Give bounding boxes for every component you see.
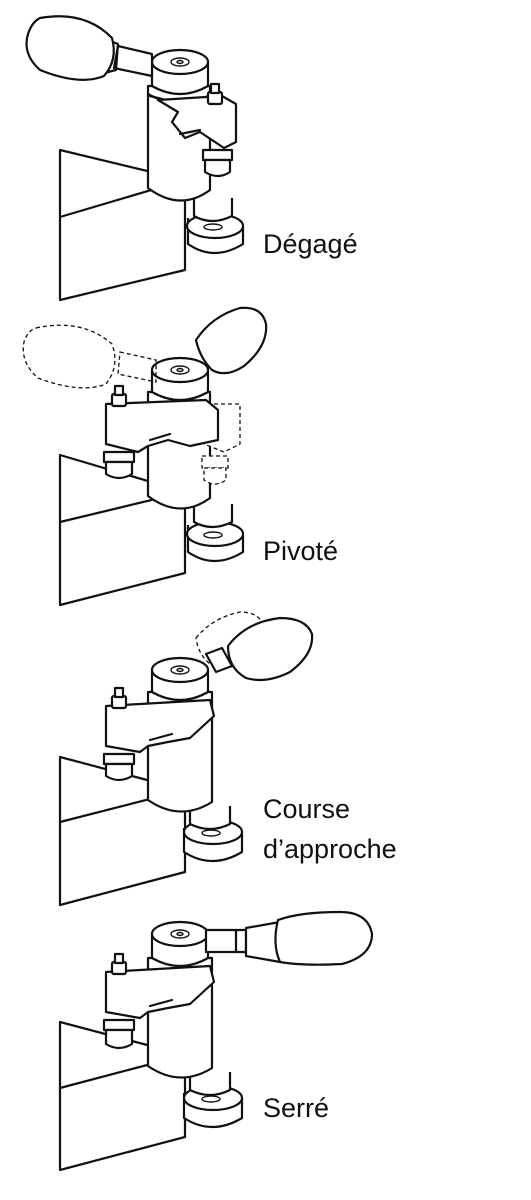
lever-previous-position [22, 324, 157, 389]
clamp-arm [102, 686, 216, 782]
stage-label-serre: Serré [263, 1093, 329, 1123]
lever-handle [25, 15, 154, 81]
stage-label-degage: Dégagé [263, 229, 358, 259]
clamp-cap [150, 48, 210, 96]
clamp-base [182, 1072, 244, 1128]
stage-label-pivote: Pivoté [263, 536, 338, 566]
stage-label-course-line2: d’approche [263, 834, 397, 864]
clamp-base [182, 806, 244, 862]
stage-serre: Serré [58, 910, 374, 1172]
stage-pivote: Pivoté [22, 306, 338, 607]
clamp-cap [150, 356, 210, 402]
stage-degage: Dégagé [25, 15, 358, 302]
clamp-arm [156, 82, 238, 178]
clamp-base [185, 504, 245, 563]
lever-handle [194, 306, 268, 375]
clamp-base [185, 198, 245, 255]
stage-label-course-line1: Course [263, 794, 350, 824]
clamp-cap [150, 920, 210, 968]
stage-course: Course d’approche [58, 611, 397, 907]
clamp-cap [150, 656, 210, 702]
clamp-arm [102, 384, 220, 480]
lever-handle [204, 616, 314, 682]
lever-handle [204, 910, 374, 966]
clamp-arm [102, 952, 216, 1050]
